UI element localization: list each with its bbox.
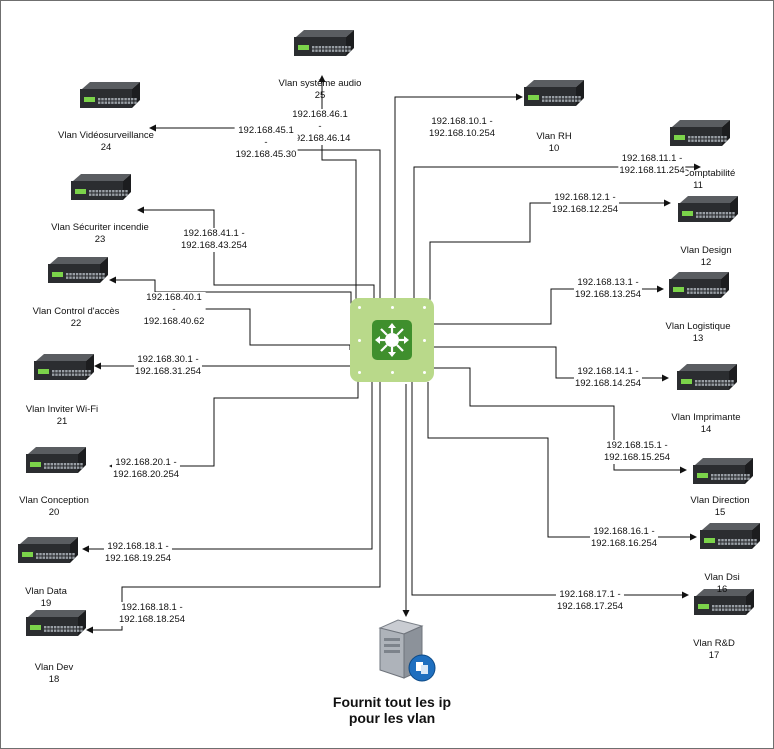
switch-vlan-15[interactable] <box>689 456 755 486</box>
switch-vlan-16[interactable] <box>696 521 762 551</box>
link-vlan-23 <box>137 206 375 300</box>
ip-range-12: 192.168.12.1 -192.168.12.254 <box>550 192 620 216</box>
ip-range-13: 192.168.13.1 -192.168.13.254 <box>573 277 643 301</box>
link-vlan-10 <box>394 93 523 300</box>
link-vlan-21 <box>205 308 351 350</box>
link-vlan-15 <box>434 367 687 474</box>
network-switch-icon <box>669 272 729 298</box>
layer3-switch-icon <box>372 320 412 360</box>
ip-range-11: 192.168.11.1 -192.168.11.254 <box>618 153 686 177</box>
link-vlan-20 <box>109 380 359 470</box>
network-switch-icon <box>294 30 354 56</box>
switch-vlan-13[interactable] <box>665 270 731 300</box>
network-switch-icon <box>694 589 754 615</box>
switch-vlan-19[interactable] <box>14 535 80 565</box>
network-switch-icon <box>26 447 86 473</box>
ip-range-23: 192.168.41.1 -192.168.43.254 <box>179 228 249 252</box>
network-switch-icon <box>678 196 738 222</box>
server-caption: Fournit tout les ip pour les vlan <box>332 694 452 726</box>
ip-range-20: 192.168.20.1 -192.168.20.254 <box>111 457 181 481</box>
core-switch[interactable] <box>350 298 434 382</box>
ip-range-15: 192.168.15.1 -192.168.15.254 <box>602 440 672 464</box>
network-switch-icon <box>670 120 730 146</box>
network-switch-icon <box>700 523 760 549</box>
network-switch-icon <box>524 80 584 106</box>
ip-range-17: 192.168.17.1 -192.168.17.254 <box>555 589 625 613</box>
ip-range-21: 192.168.30.1 -192.168.31.254 <box>133 354 203 378</box>
network-switch-icon <box>48 257 108 283</box>
network-switch-icon <box>80 82 140 108</box>
switch-vlan-22[interactable] <box>44 255 110 285</box>
switch-vlan-17[interactable] <box>690 587 756 617</box>
ip-range-22: 192.168.40.1-192.168.40.62 <box>142 292 206 328</box>
switch-vlan-20[interactable] <box>22 445 88 475</box>
link-vlan-19 <box>82 382 373 553</box>
link-vlan-17 <box>411 382 689 599</box>
ip-range-16: 192.168.16.1 -192.168.16.254 <box>589 526 659 550</box>
ip-range-19: 192.168.18.1 -192.168.19.254 <box>103 541 173 565</box>
network-switch-icon <box>693 458 753 484</box>
switch-vlan-24[interactable] <box>76 80 142 110</box>
link-vlan-11 <box>413 163 701 300</box>
switch-vlan-12[interactable] <box>674 194 740 224</box>
network-switch-icon <box>71 174 131 200</box>
switch-vlan-10[interactable] <box>520 78 586 108</box>
dhcp-server-icon[interactable] <box>376 618 440 684</box>
network-switch-icon <box>18 537 78 563</box>
ip-range-25: 192.168.46.1-192.168.46.14 <box>288 109 352 145</box>
ip-range-18: 192.168.18.1 -192.168.18.254 <box>117 602 187 626</box>
link-vlan-18 <box>86 382 381 634</box>
switch-vlan-11[interactable] <box>666 118 732 148</box>
network-switch-icon <box>26 610 86 636</box>
switch-vlan-14[interactable] <box>673 362 739 392</box>
ip-range-24: 192.168.45.1-192.168.45.30 <box>234 125 298 161</box>
switch-vlan-18[interactable] <box>22 608 88 638</box>
network-switch-icon <box>34 354 94 380</box>
network-switch-icon <box>677 364 737 390</box>
ip-range-14: 192.168.14.1 -192.168.14.254 <box>573 366 643 390</box>
ip-range-10: 192.168.10.1 -192.168.10.254 <box>427 116 497 140</box>
switch-vlan-21[interactable] <box>30 352 96 382</box>
switch-vlan-23[interactable] <box>67 172 133 202</box>
switch-vlan-25[interactable] <box>290 28 356 58</box>
